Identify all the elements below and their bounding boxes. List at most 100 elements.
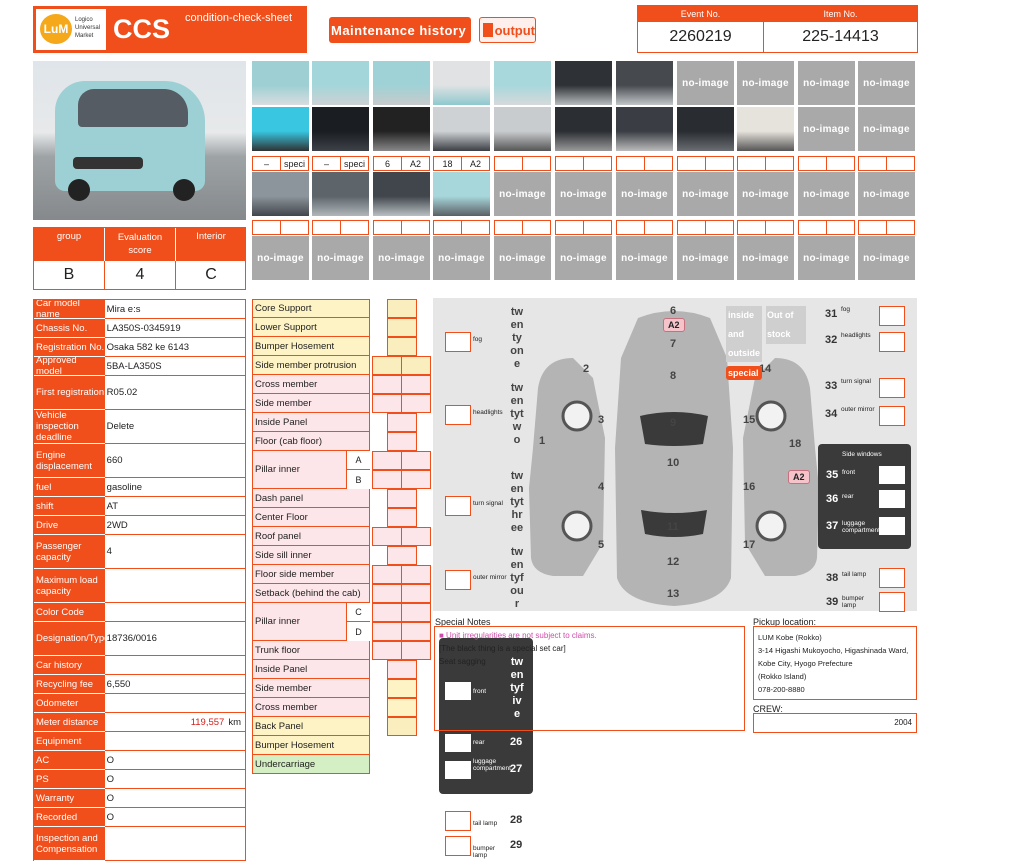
- photo-label-cell: [765, 220, 794, 235]
- car-photo-thumbnail[interactable]: [312, 172, 369, 216]
- spec-label: Registration No.: [34, 338, 105, 357]
- spec-row: Maximum load capacity: [34, 569, 246, 603]
- check-cell[interactable]: [387, 698, 417, 717]
- wheel: [561, 510, 593, 542]
- car-photo-thumbnail[interactable]: [494, 107, 551, 151]
- damage-input-box[interactable]: [445, 811, 471, 831]
- car-photo-thumbnail[interactable]: [373, 172, 430, 216]
- photo-label-cell: [765, 156, 794, 171]
- check-cell[interactable]: [387, 546, 417, 565]
- car-photo-thumbnail[interactable]: [433, 61, 490, 105]
- damage-input-box[interactable]: [445, 405, 471, 425]
- check-cell[interactable]: [372, 603, 402, 622]
- window-input-box[interactable]: [879, 490, 905, 508]
- check-cell[interactable]: [387, 318, 417, 337]
- check-cell[interactable]: [401, 451, 431, 470]
- damage-input-box[interactable]: [879, 332, 905, 352]
- spec-value: O: [104, 808, 246, 827]
- check-cell[interactable]: [401, 527, 431, 546]
- check-cell[interactable]: [387, 337, 417, 356]
- panel-number: 8: [670, 370, 677, 382]
- notes-line-2: [The black thing is a special set car]: [439, 644, 566, 653]
- window-input-box[interactable]: [445, 682, 471, 700]
- check-cell[interactable]: [387, 413, 417, 432]
- car-photo-thumbnail[interactable]: [677, 107, 734, 151]
- check-cell[interactable]: [401, 603, 431, 622]
- part-row: Side member: [252, 679, 370, 698]
- check-cell[interactable]: [401, 622, 431, 641]
- output-button[interactable]: output: [479, 17, 536, 43]
- damage-input-box[interactable]: [445, 570, 471, 590]
- window-input-box[interactable]: [879, 517, 905, 535]
- part-label: Back Panel: [255, 720, 304, 732]
- check-cell[interactable]: [401, 565, 431, 584]
- maintenance-history-button[interactable]: Maintenance history: [329, 17, 471, 43]
- car-photo-thumbnail[interactable]: [555, 61, 612, 105]
- check-cell[interactable]: [372, 622, 402, 641]
- car-photo-thumbnail[interactable]: [737, 107, 794, 151]
- check-cell[interactable]: [387, 489, 417, 508]
- car-photo-thumbnail[interactable]: [433, 172, 490, 216]
- check-cell[interactable]: [372, 641, 402, 660]
- photo-label-cell: [737, 156, 766, 171]
- check-cell[interactable]: [401, 375, 431, 394]
- check-cell[interactable]: [372, 527, 402, 546]
- check-cell[interactable]: [401, 394, 431, 413]
- check-cell[interactable]: [387, 432, 417, 451]
- car-photo-thumbnail[interactable]: [555, 107, 612, 151]
- photo-label-cell: [705, 220, 734, 235]
- check-cell[interactable]: [387, 717, 417, 736]
- check-cell[interactable]: [372, 565, 402, 584]
- check-cell[interactable]: [401, 356, 431, 375]
- damage-input-box[interactable]: [879, 406, 905, 426]
- window-input-box[interactable]: [445, 734, 471, 752]
- damage-input-box[interactable]: [879, 592, 905, 612]
- check-cell[interactable]: [387, 299, 417, 318]
- check-cell[interactable]: [387, 660, 417, 679]
- car-photo-thumbnail[interactable]: [616, 107, 673, 151]
- check-cell[interactable]: [372, 451, 402, 470]
- car-photo-thumbnail[interactable]: [252, 61, 309, 105]
- photo-label-cell: [312, 220, 341, 235]
- damage-input-box[interactable]: [445, 496, 471, 516]
- spec-value-text: 4: [106, 546, 112, 557]
- check-cell[interactable]: [372, 470, 402, 489]
- panel-number: 34: [825, 408, 838, 420]
- check-cell[interactable]: [372, 375, 402, 394]
- damage-input-box[interactable]: [445, 332, 471, 352]
- check-cell[interactable]: [387, 679, 417, 698]
- damage-input-box[interactable]: [445, 836, 471, 856]
- spec-label: shift: [34, 497, 105, 516]
- check-cell[interactable]: [401, 584, 431, 603]
- car-photo-thumbnail[interactable]: [252, 172, 309, 216]
- car-photo-thumbnail[interactable]: [312, 61, 369, 105]
- car-photo-thumbnail[interactable]: [373, 107, 430, 151]
- score-label: Evaluation score: [104, 228, 175, 261]
- main-car-photo[interactable]: [33, 61, 246, 220]
- car-photo-thumbnail[interactable]: [312, 107, 369, 151]
- check-cell[interactable]: [372, 356, 402, 375]
- vertical-label: twentyfour: [510, 546, 524, 610]
- part-label: Inside Panel: [255, 663, 308, 675]
- check-cell[interactable]: [372, 584, 402, 603]
- spec-value: Mira e:s: [104, 300, 246, 319]
- damage-input-box[interactable]: [879, 378, 905, 398]
- check-cell[interactable]: [372, 394, 402, 413]
- damage-input-box[interactable]: [879, 568, 905, 588]
- check-cell[interactable]: [401, 470, 431, 489]
- check-cell[interactable]: [387, 508, 417, 527]
- window-input-box[interactable]: [445, 761, 471, 779]
- car-photo-thumbnail[interactable]: [373, 61, 430, 105]
- car-photo-thumbnail[interactable]: [252, 107, 309, 151]
- diagram-label: luggage compartment: [842, 520, 880, 534]
- car-wheel: [173, 179, 195, 201]
- diagram-label: headlights: [841, 332, 871, 339]
- car-photo-thumbnail[interactable]: [616, 61, 673, 105]
- car-photo-thumbnail[interactable]: [494, 61, 551, 105]
- car-photo-thumbnail[interactable]: [433, 107, 490, 151]
- damage-input-box[interactable]: [879, 306, 905, 326]
- brand-header: LuM Logico Universal Market CCS conditio…: [33, 6, 307, 53]
- check-cell[interactable]: [401, 641, 431, 660]
- window-input-box[interactable]: [879, 466, 905, 484]
- spec-value: 2WD: [104, 516, 246, 535]
